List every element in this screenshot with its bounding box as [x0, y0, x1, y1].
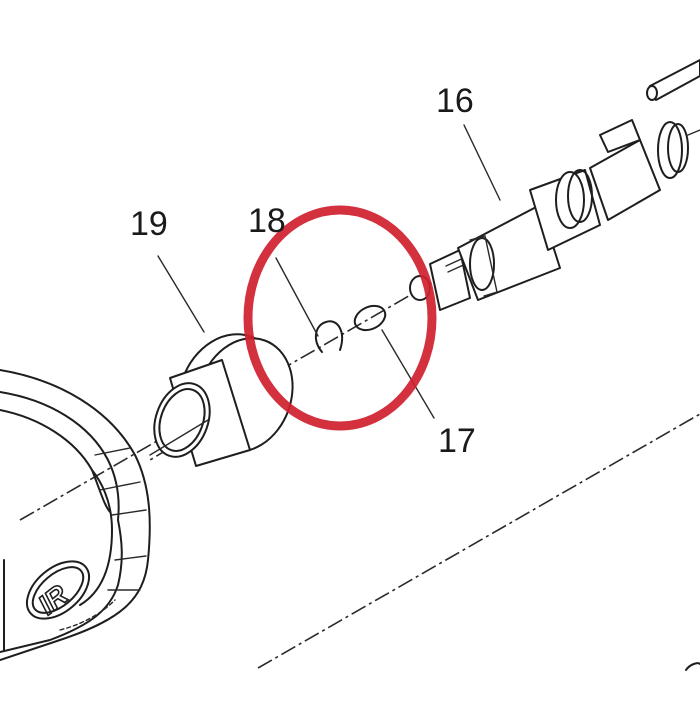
highlight-circle	[243, 205, 437, 431]
callout-19: 19	[130, 205, 168, 243]
svg-text:IR: IR	[32, 578, 74, 620]
part-17-o-ring	[353, 304, 387, 332]
ir-logo: IR	[32, 578, 75, 622]
leader-lines	[157, 124, 501, 419]
tool-housing	[0, 369, 151, 661]
lower-centerline	[257, 413, 700, 669]
callout-17: 17	[438, 422, 476, 460]
callout-18: 18	[248, 202, 286, 240]
part-19-bushing	[149, 333, 294, 467]
callout-16: 16	[436, 82, 474, 120]
part-16-shaft	[409, 59, 700, 311]
partial-mark	[685, 662, 700, 671]
part-18-retaining-ring	[314, 320, 344, 353]
